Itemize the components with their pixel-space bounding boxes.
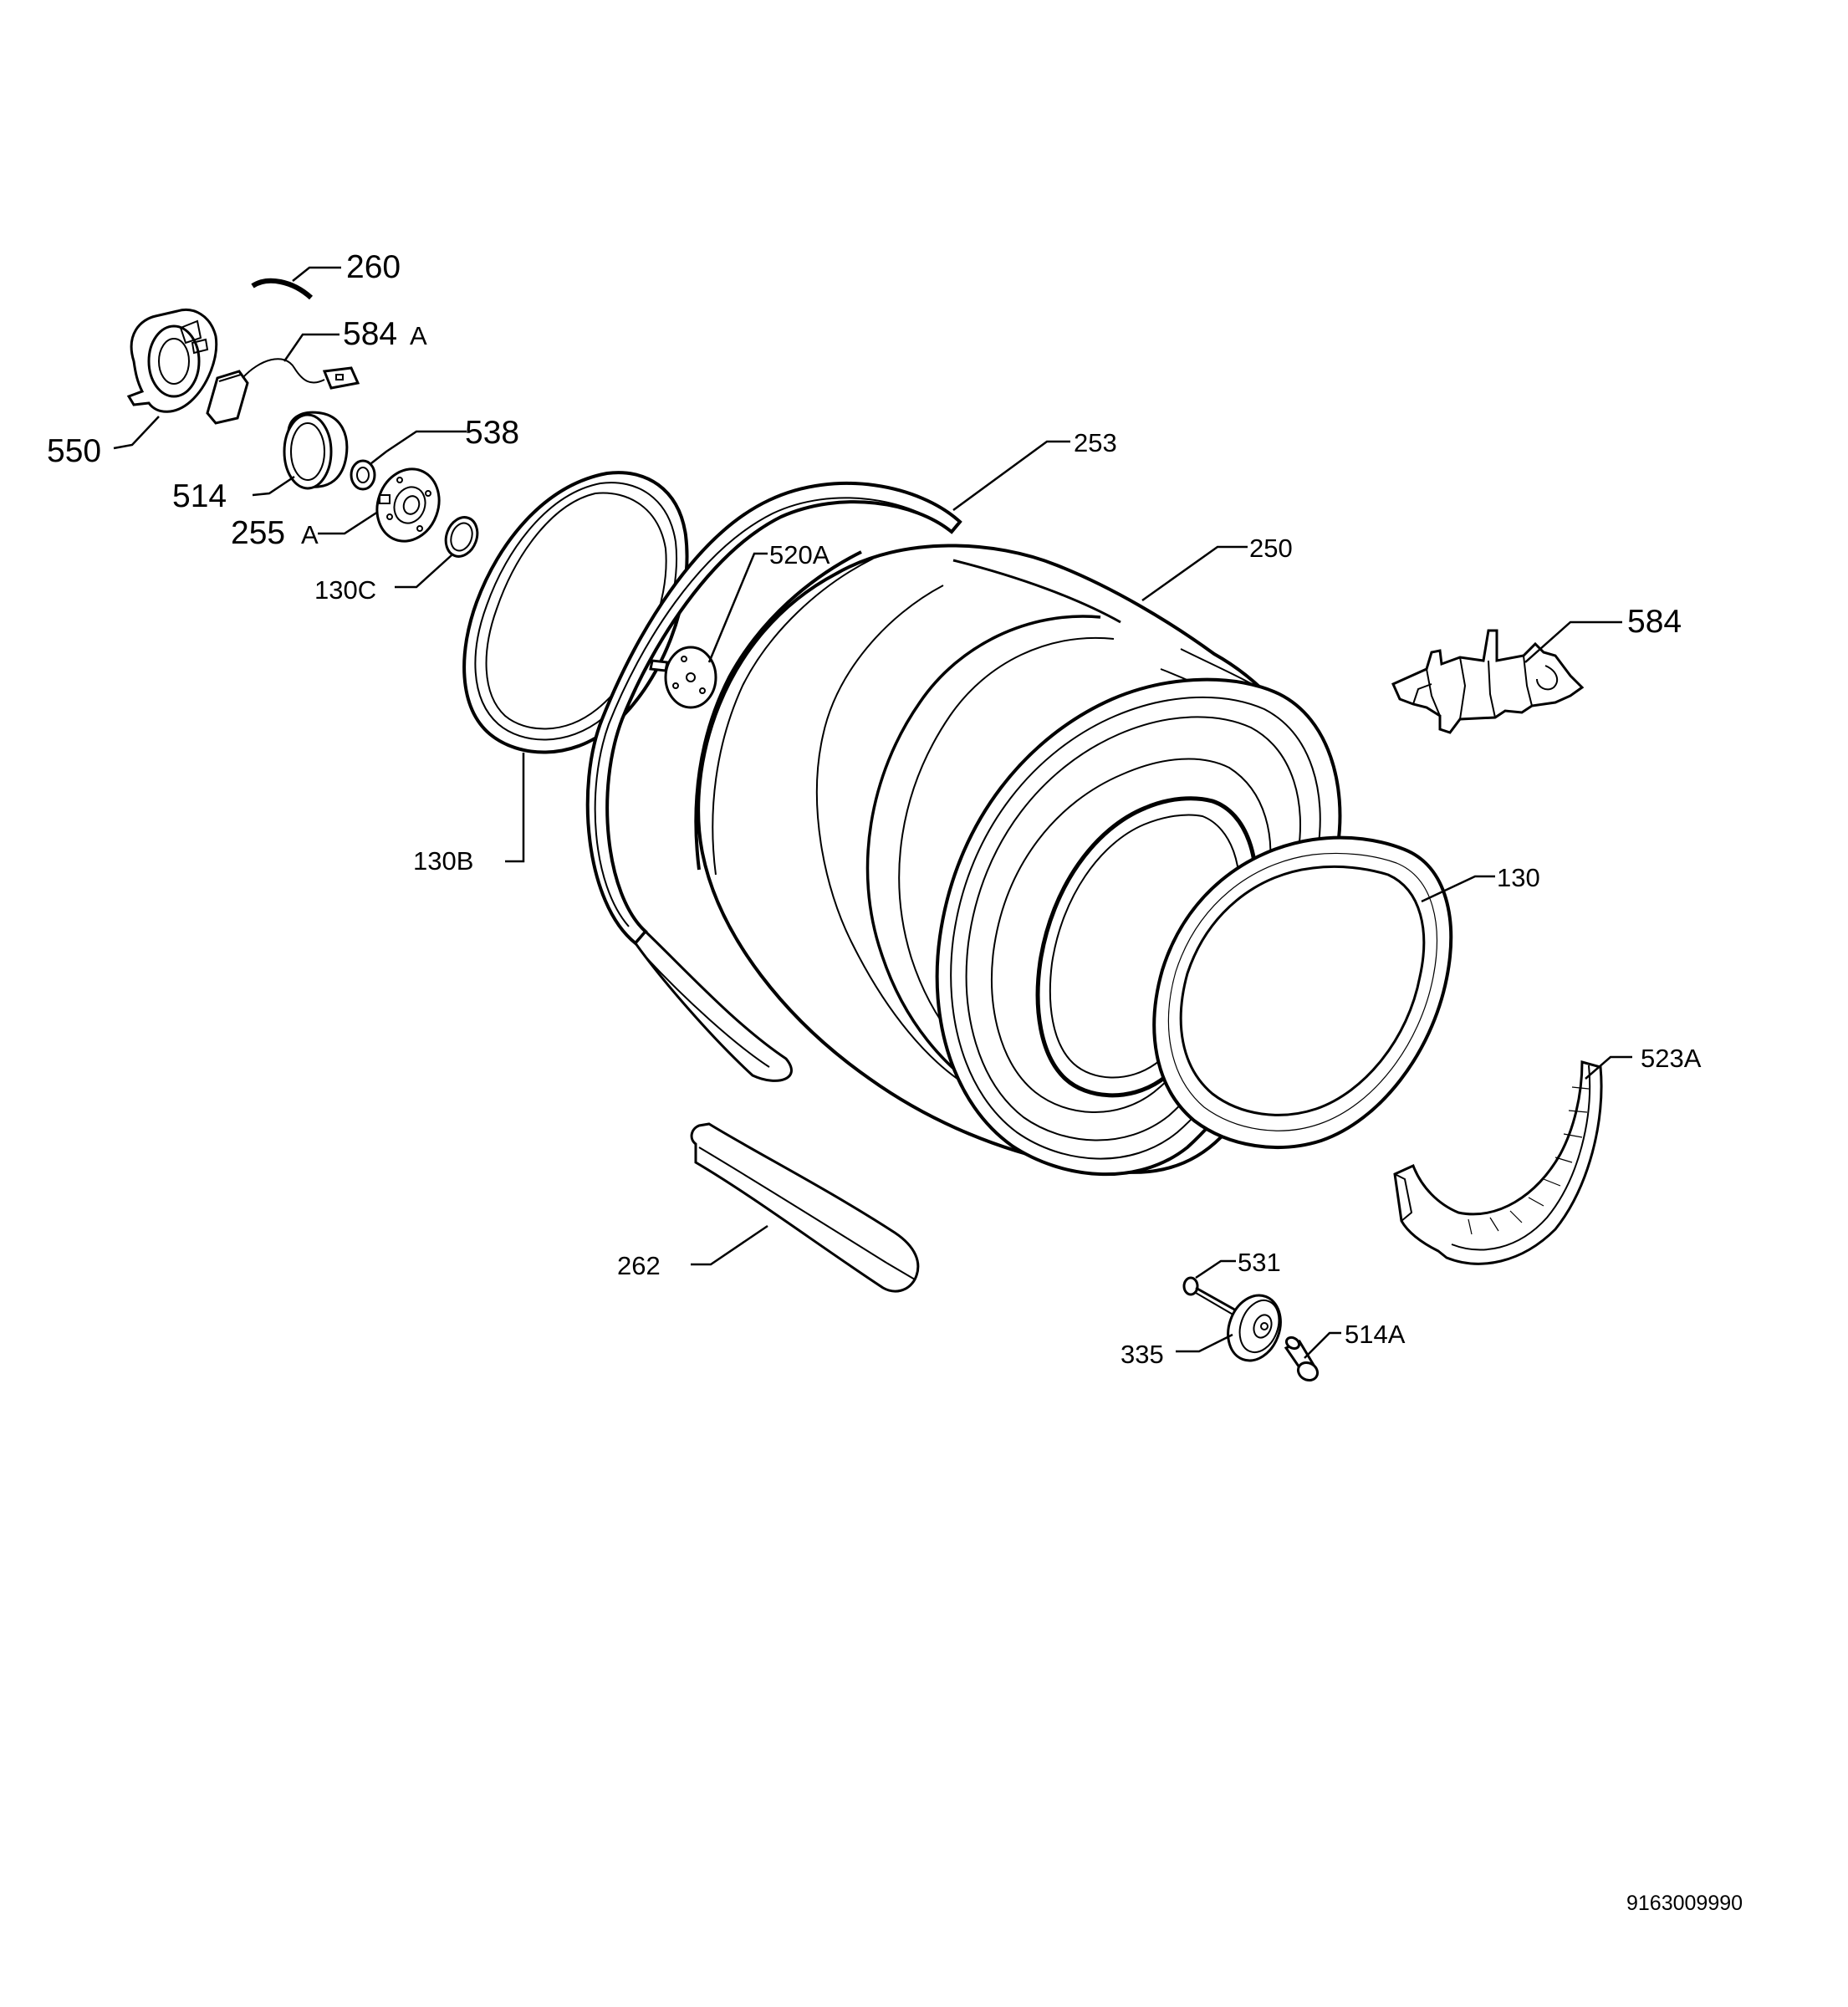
callout-550: 550: [47, 433, 101, 469]
part-253-rear-flange: [585, 481, 962, 1082]
part-262-baffle: [690, 1122, 920, 1293]
document-number: 9163009990: [1626, 1892, 1743, 1915]
part-255a-hub: [375, 467, 441, 543]
callout-130: 130: [1497, 863, 1540, 892]
callout-260: 260: [346, 249, 401, 285]
part-514-bearing: [283, 411, 349, 490]
part-523a-slide: [1393, 1060, 1603, 1265]
callout-531: 531: [1238, 1248, 1281, 1277]
callout-253: 253: [1074, 428, 1117, 457]
callout-255a-suffix: A: [301, 520, 319, 549]
callout-130c: 130C: [314, 575, 376, 605]
part-335-roller: [1227, 1294, 1282, 1362]
callout-584a: 584: [343, 316, 397, 352]
callout-520a: 520A: [769, 540, 830, 569]
callout-130b: 130B: [413, 846, 473, 876]
part-584a-sensor: [206, 358, 360, 425]
part-130-front-seal: [1152, 835, 1453, 1149]
callout-255a: 255: [231, 515, 285, 551]
callout-514: 514: [172, 478, 227, 514]
part-538-seal: [350, 459, 376, 491]
callout-584: 584: [1627, 604, 1682, 640]
part-130b-rear-seal: [462, 471, 689, 754]
leader-lines: [113, 266, 1632, 1359]
callout-523a: 523A: [1641, 1044, 1702, 1073]
part-514a-bushing: [1284, 1335, 1320, 1382]
callout-labels: 260 584 A 550 514 538 255 A 130C 253 520…: [47, 249, 1702, 1369]
callout-538: 538: [465, 415, 519, 451]
part-550-bracket: [126, 309, 218, 413]
part-130c-circlip: [444, 516, 479, 558]
callout-335: 335: [1121, 1340, 1164, 1369]
part-260-clip: [251, 278, 314, 300]
callout-262: 262: [617, 1251, 661, 1280]
callout-250: 250: [1249, 534, 1293, 563]
callout-584a-suffix: A: [410, 321, 427, 350]
part-584-switch: [1391, 629, 1585, 734]
part-531-screw: [1182, 1276, 1238, 1317]
callout-514a: 514A: [1345, 1320, 1406, 1349]
